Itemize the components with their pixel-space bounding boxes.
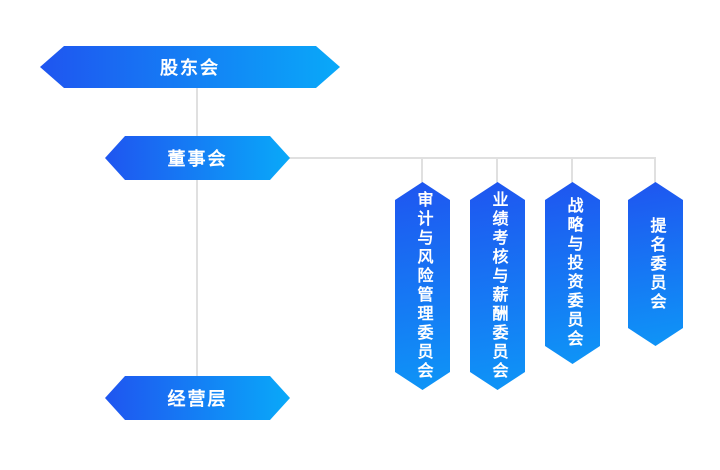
- connector-drop-committee-4: [654, 158, 656, 186]
- committee-label: 审计与风险管理委员会: [414, 191, 432, 381]
- committee-label: 业绩考核与薪酬委员会: [489, 191, 507, 381]
- node-committee-audit-risk: 审计与风险管理委员会: [395, 182, 450, 390]
- node-management-level: 经营层: [105, 376, 290, 420]
- connector-drop-committee-2: [496, 158, 498, 186]
- node-board-of-directors: 董事会: [105, 136, 290, 180]
- committee-label: 战略与投资委员会: [564, 197, 582, 349]
- node-committee-nomination: 提名委员会: [628, 182, 683, 346]
- node-board-label: 董事会: [167, 149, 228, 169]
- connector-board-to-committees: [197, 157, 656, 159]
- node-committee-strategy-investment: 战略与投资委员会: [545, 182, 600, 364]
- connector-drop-committee-1: [421, 158, 423, 186]
- node-management-label: 经营层: [167, 389, 228, 409]
- connector-drop-committee-3: [571, 158, 573, 186]
- node-shareholders-meeting: 股东会: [40, 46, 340, 88]
- node-committee-performance-remuneration: 业绩考核与薪酬委员会: [470, 182, 525, 390]
- node-shareholders-label: 股东会: [160, 58, 220, 78]
- committee-label: 提名委员会: [647, 216, 665, 312]
- connector-shareholders-to-management: [196, 88, 198, 376]
